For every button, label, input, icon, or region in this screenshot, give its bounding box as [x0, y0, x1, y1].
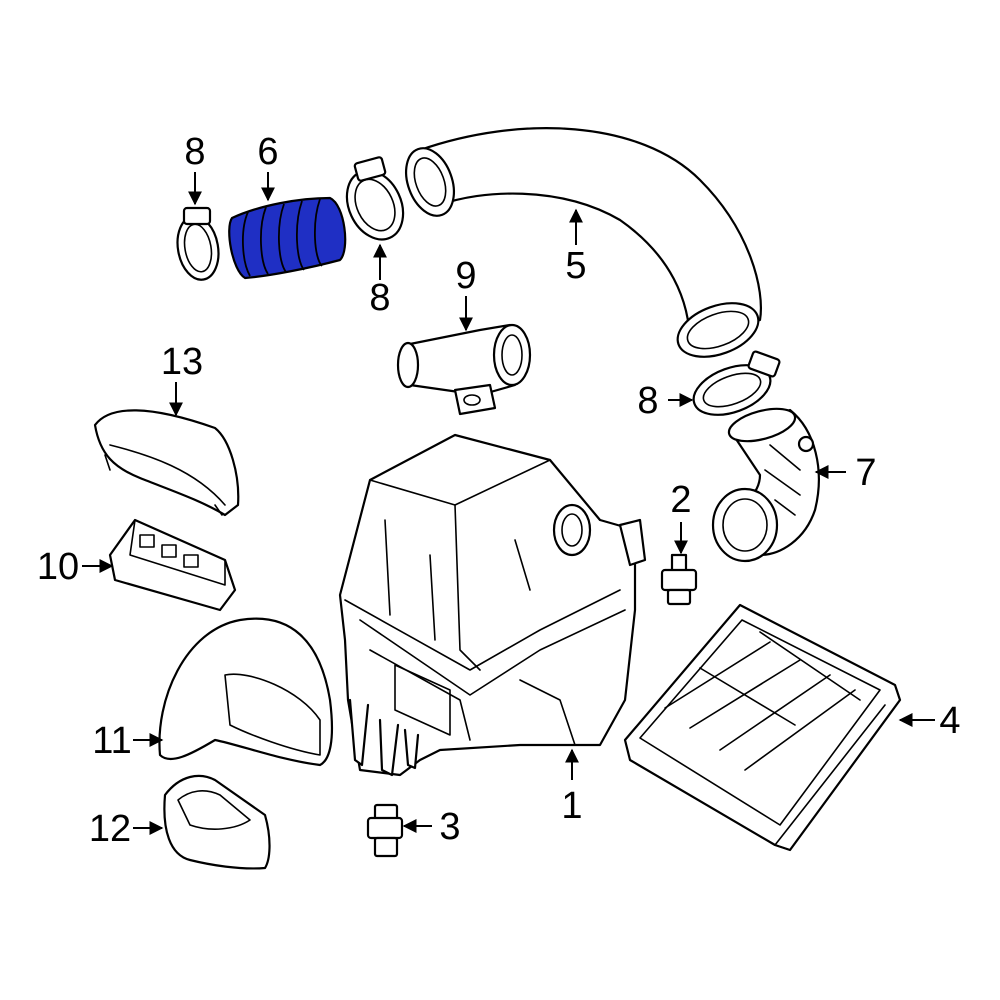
callout-9-air-flow-sensor: 9 [455, 255, 476, 297]
part-13-air-duct-cover[interactable] [93, 409, 240, 517]
callout-6-bellows: 6 [257, 131, 278, 173]
callout-3-grommet: 3 [439, 806, 460, 848]
callout-10-air-scoop: 10 [37, 546, 79, 588]
callout-7-intake-elbow: 7 [855, 452, 876, 494]
callout-1-air-cleaner-housing: 1 [561, 785, 582, 827]
callout-2-grommet: 2 [670, 479, 691, 521]
part-2-mount-grommet[interactable] [660, 553, 698, 606]
callout-8-left-clamp: 8 [184, 131, 205, 173]
leader-lines [82, 172, 935, 835]
part-3-mount-grommet[interactable] [366, 803, 404, 858]
callout-4-air-filter: 4 [939, 700, 960, 742]
callout-12-intake-boot: 12 [89, 808, 131, 850]
part-1-air-cleaner-housing[interactable] [338, 433, 647, 777]
part-6-bellows-hose[interactable] [228, 196, 347, 280]
part-8-hose-clamp-left[interactable] [173, 206, 224, 283]
part-8-hose-clamp-right[interactable] [687, 350, 781, 425]
callout-13-duct-cover: 13 [161, 341, 203, 383]
part-5-intake-tube[interactable] [397, 127, 765, 367]
part-7-intake-elbow[interactable] [711, 403, 820, 563]
part-12-intake-boot[interactable] [163, 774, 271, 870]
part-8-hose-clamp-middle[interactable] [336, 156, 414, 249]
callout-5-intake-tube: 5 [565, 245, 586, 287]
callout-8-middle-clamp: 8 [369, 277, 390, 319]
part-11-intake-duct[interactable] [158, 617, 334, 767]
part-9-air-flow-sensor[interactable] [396, 323, 532, 416]
callout-11-intake-duct: 11 [92, 720, 131, 762]
part-10-air-scoop[interactable] [108, 518, 237, 612]
part-4-air-filter[interactable] [623, 603, 902, 852]
callout-8-right-clamp: 8 [637, 380, 658, 422]
